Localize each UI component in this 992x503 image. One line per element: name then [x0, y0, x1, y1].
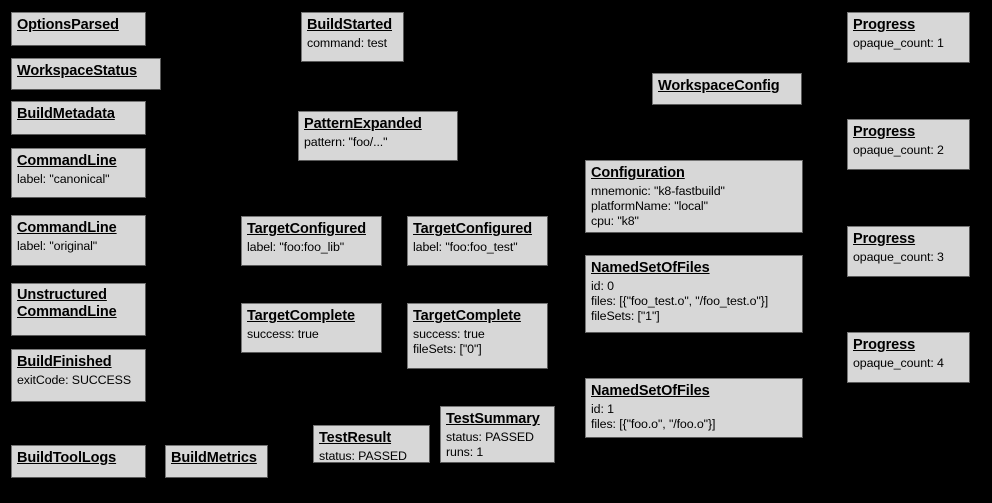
node-attribute-line: label: "foo:foo_test"	[413, 239, 518, 254]
node-attributes: label: "original"	[17, 239, 140, 254]
graph-node-progress-1[interactable]: Progress opaque_count: 1	[847, 12, 970, 63]
node-title: CommandLine	[17, 153, 117, 169]
node-attribute-line: id: 1	[591, 401, 614, 416]
node-attribute-line: success: true	[413, 326, 485, 341]
node-title: Configuration	[591, 165, 685, 181]
node-title: Unstructured CommandLine	[17, 287, 117, 321]
node-attributes: label: "foo:foo_test"	[413, 240, 542, 255]
node-title: BuildStarted	[307, 17, 393, 33]
node-attributes: command: test	[307, 36, 398, 51]
graph-node-target-configured-foo-test[interactable]: TargetConfigured label: "foo:foo_test"	[407, 216, 548, 266]
graph-node-build-metadata[interactable]: BuildMetadata	[11, 101, 146, 135]
node-attribute-line: fileSets: ["0"]	[413, 341, 482, 356]
node-attribute-line: opaque_count: 2	[853, 142, 944, 157]
node-title: Progress	[853, 124, 916, 140]
node-attribute-line: files: [{"foo_test.o", "/foo_test.o"}]	[591, 293, 769, 308]
node-attribute-line: opaque_count: 4	[853, 355, 944, 370]
node-title: TargetConfigured	[247, 221, 366, 237]
node-attribute-line: mnemonic: "k8-fastbuild"	[591, 183, 725, 198]
node-attributes: opaque_count: 4	[853, 356, 964, 371]
node-title: BuildFinished	[17, 354, 112, 370]
graph-node-build-metrics[interactable]: BuildMetrics	[165, 445, 268, 478]
node-attribute-line: command: test	[307, 35, 387, 50]
node-title: BuildToolLogs	[17, 450, 117, 466]
graph-node-progress-4[interactable]: Progress opaque_count: 4	[847, 332, 970, 383]
graph-node-options-parsed[interactable]: OptionsParsed	[11, 12, 146, 46]
node-title: CommandLine	[17, 220, 117, 236]
node-attribute-line: status: PASSED	[319, 448, 407, 463]
node-title: BuildMetadata	[17, 106, 115, 122]
node-attributes: label: "foo:foo_lib"	[247, 240, 376, 255]
node-attributes: opaque_count: 1	[853, 36, 964, 51]
node-title: TargetConfigured	[413, 221, 532, 237]
node-attribute-line: runs: 1	[446, 444, 484, 459]
node-title: TargetComplete	[247, 308, 355, 324]
node-attribute-line: exitCode: SUCCESS	[17, 372, 131, 387]
graph-node-build-finished[interactable]: BuildFinished exitCode: SUCCESS	[11, 349, 146, 402]
node-title: NamedSetOfFiles	[591, 260, 710, 276]
node-attribute-line: fileSets: ["1"]	[591, 308, 660, 323]
node-title: WorkspaceConfig	[658, 78, 780, 94]
node-attribute-line: pattern: "foo/..."	[304, 134, 388, 149]
node-attributes: success: true	[247, 327, 376, 342]
node-title: OptionsParsed	[17, 17, 119, 33]
graph-node-target-complete-foo-lib[interactable]: TargetComplete success: true	[241, 303, 382, 353]
node-attribute-line: label: "original"	[17, 238, 98, 253]
node-attributes: label: "canonical"	[17, 172, 140, 187]
node-title: Progress	[853, 337, 916, 353]
node-attributes: mnemonic: "k8-fastbuild"platformName: "l…	[591, 184, 797, 229]
node-attribute-line: id: 0	[591, 278, 614, 293]
node-attribute-line: platformName: "local"	[591, 198, 708, 213]
node-attribute-line: label: "foo:foo_lib"	[247, 239, 345, 254]
graph-node-progress-3[interactable]: Progress opaque_count: 3	[847, 226, 970, 277]
node-title: TestResult	[319, 430, 392, 446]
node-attributes: opaque_count: 2	[853, 143, 964, 158]
node-attributes: status: PASSED	[319, 448, 424, 463]
node-title: NamedSetOfFiles	[591, 383, 710, 399]
node-title: BuildMetrics	[171, 450, 257, 466]
graph-node-target-configured-foo-lib[interactable]: TargetConfigured label: "foo:foo_lib"	[241, 216, 382, 266]
node-title: Progress	[853, 231, 916, 247]
node-title: PatternExpanded	[304, 116, 422, 132]
graph-node-progress-2[interactable]: Progress opaque_count: 2	[847, 119, 970, 170]
graph-node-pattern-expanded[interactable]: PatternExpanded pattern: "foo/..."	[298, 111, 458, 161]
graph-node-build-tool-logs[interactable]: BuildToolLogs	[11, 445, 146, 478]
node-attributes: pattern: "foo/..."	[304, 135, 452, 150]
graph-node-unstructured-command-line[interactable]: Unstructured CommandLine	[11, 283, 146, 336]
node-attributes: opaque_count: 3	[853, 250, 964, 265]
node-title: TestSummary	[446, 411, 540, 427]
graph-node-build-started[interactable]: BuildStarted command: test	[301, 12, 404, 62]
graph-node-configuration[interactable]: Configuration mnemonic: "k8-fastbuild"pla…	[585, 160, 803, 233]
node-attribute-line: cpu: "k8"	[591, 213, 639, 228]
node-title: WorkspaceStatus	[17, 63, 137, 79]
node-attribute-line: opaque_count: 1	[853, 35, 944, 50]
node-attribute-line: label: "canonical"	[17, 171, 110, 186]
graph-node-command-line-canonical[interactable]: CommandLine label: "canonical"	[11, 148, 146, 198]
graph-node-workspace-config[interactable]: WorkspaceConfig	[652, 73, 802, 105]
graph-node-workspace-status[interactable]: WorkspaceStatus	[11, 58, 161, 90]
graph-node-command-line-original[interactable]: CommandLine label: "original"	[11, 215, 146, 266]
graph-node-test-result[interactable]: TestResult status: PASSED	[313, 425, 430, 463]
node-attribute-line: success: true	[247, 326, 319, 341]
node-attribute-line: opaque_count: 3	[853, 249, 944, 264]
node-attribute-line: status: PASSED	[446, 429, 534, 444]
node-title: Progress	[853, 17, 916, 33]
node-attribute-line: files: [{"foo.o", "/foo.o"}]	[591, 416, 716, 431]
node-attributes: exitCode: SUCCESS	[17, 373, 140, 388]
node-title: TargetComplete	[413, 308, 521, 324]
